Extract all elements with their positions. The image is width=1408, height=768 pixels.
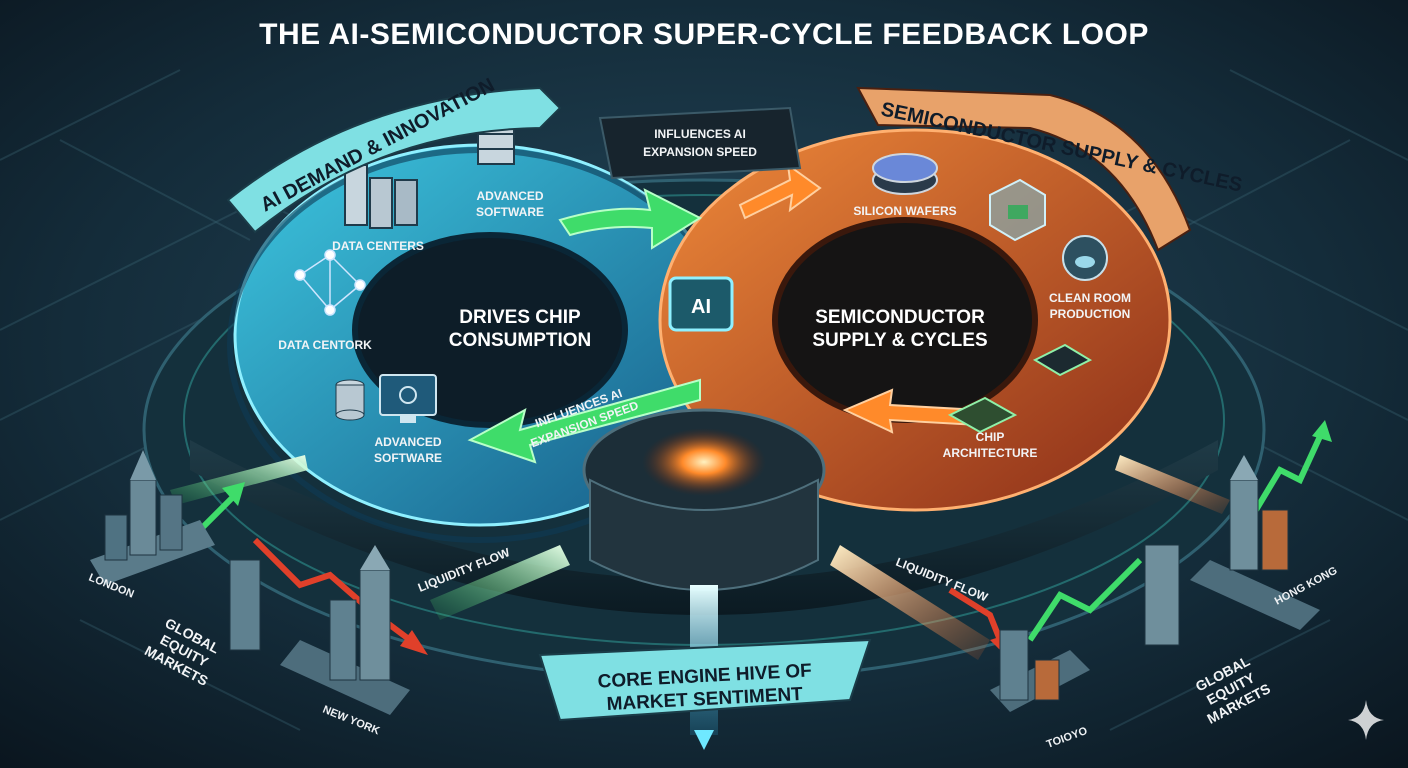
label-advanced-software-top-2: SOFTWARE [476, 205, 544, 219]
right-center-line1: SEMICONDUCTOR [815, 307, 985, 328]
neural-network-icon [294, 249, 366, 316]
label-clean-room-2: PRODUCTION [1050, 307, 1131, 321]
clean-room-icon [1062, 235, 1108, 281]
top-arrow-label-line1: INFLUENCES AI [654, 127, 746, 141]
monitor-gear-icon [379, 374, 437, 423]
label-data-centers: DATA CENTERS [332, 239, 424, 253]
left-loop-ring [227, 143, 733, 543]
label-data-centork: DATA CENTORK [278, 338, 372, 352]
sparkle-icon [1348, 700, 1384, 740]
bottom-flow-arrow [467, 378, 701, 464]
database-icon [335, 379, 365, 421]
label-advanced-software-bottom-1: ADVANCED [374, 435, 441, 449]
label-chip-architecture-2: ARCHITECTURE [943, 446, 1038, 460]
page-title: THE AI-SEMICONDUCTOR SUPER-CYCLE FEEDBAC… [259, 18, 1149, 51]
city-hong-kong [1190, 455, 1320, 630]
city-tokyo [990, 544, 1180, 712]
orange-flow-arrows [738, 162, 982, 434]
city-london [90, 450, 215, 585]
top-arrow-label-line2: EXPANSION SPEED [643, 145, 757, 159]
label-chip-architecture-1: CHIP [976, 430, 1005, 444]
city-new-york [229, 545, 410, 715]
label-clean-room-1: CLEAN ROOM [1049, 291, 1131, 305]
left-center-line2: CONSUMPTION [449, 330, 592, 351]
right-center-line2: SUPPLY & CYCLES [812, 330, 987, 351]
silicon-wafer-icon [872, 153, 938, 195]
top-arrow-label: INFLUENCES AI EXPANSION SPEED [598, 106, 802, 180]
label-advanced-software-top-1: ADVANCED [476, 189, 543, 203]
ai-chip-icon: AI [668, 276, 734, 332]
chip-icon [1032, 343, 1093, 377]
background-grid [0, 69, 1408, 731]
chip-icon [947, 396, 1018, 434]
clean-room-icon [989, 178, 1046, 242]
label-silicon-wafers: SILICON WAFERS [853, 204, 956, 218]
label-advanced-software-bottom-2: SOFTWARE [374, 451, 442, 465]
top-flow-arrow [558, 188, 703, 250]
left-center-line1: DRIVES CHIP [459, 307, 581, 328]
server-stack-icon [344, 164, 418, 229]
core-engine-banner: CORE ENGINE HIVE OF MARKET SENTIMENT [538, 638, 872, 722]
liquidity-beams [170, 455, 1230, 660]
ai-chip-label: AI [691, 296, 711, 318]
